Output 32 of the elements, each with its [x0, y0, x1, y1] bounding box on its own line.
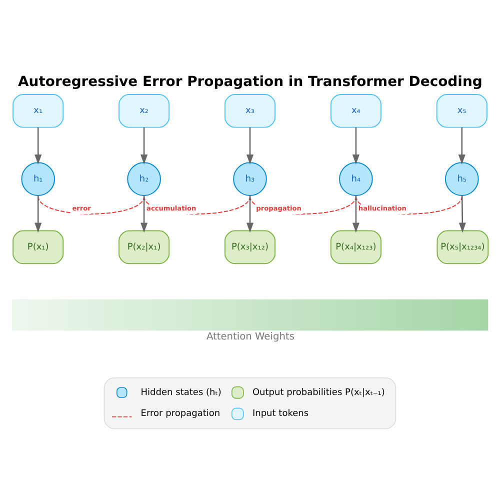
diagram-title: Autoregressive Error Propagation in Transformer Decoding	[18, 73, 482, 90]
node-circle: h₂	[127, 162, 161, 196]
node-circle: h₄	[339, 162, 373, 196]
node-box: P(x₅|x₁₂₃₄)	[436, 230, 489, 264]
arrow	[140, 126, 148, 164]
arrow	[34, 195, 42, 232]
arrow	[140, 195, 148, 232]
node-circle: h₅	[444, 162, 479, 196]
arrow	[352, 126, 360, 164]
arrow	[246, 126, 254, 164]
node-box: x₂	[118, 93, 170, 128]
node-label: Attention Weights	[206, 330, 294, 342]
node-box: P(x₁)	[12, 230, 64, 264]
legend-label: Input tokens	[252, 408, 309, 419]
arrow	[458, 195, 466, 232]
legend-label: Error propagation	[140, 408, 220, 419]
node-circle: h₃	[233, 162, 267, 196]
arrow	[458, 126, 466, 164]
legend-label: Output probabilities P(xₜ|xₜ₋₁)	[252, 387, 385, 398]
arrow	[352, 195, 360, 232]
node-box: P(x₄|x₁₂₃)	[330, 230, 382, 264]
node-box: x₃	[224, 93, 276, 128]
node-box: P(x₃|x₁₂)	[224, 230, 276, 264]
arrow	[34, 126, 42, 164]
node-box: x₅	[436, 93, 488, 128]
node-box: x₁	[12, 93, 64, 128]
node-circle: h₁	[21, 162, 56, 196]
legend-label: Hidden states (hₜ)	[140, 387, 222, 398]
node-box: P(x₂|x₁)	[118, 230, 170, 264]
arrow	[246, 195, 254, 232]
node-box: x₄	[330, 93, 382, 128]
node-box	[12, 298, 488, 330]
